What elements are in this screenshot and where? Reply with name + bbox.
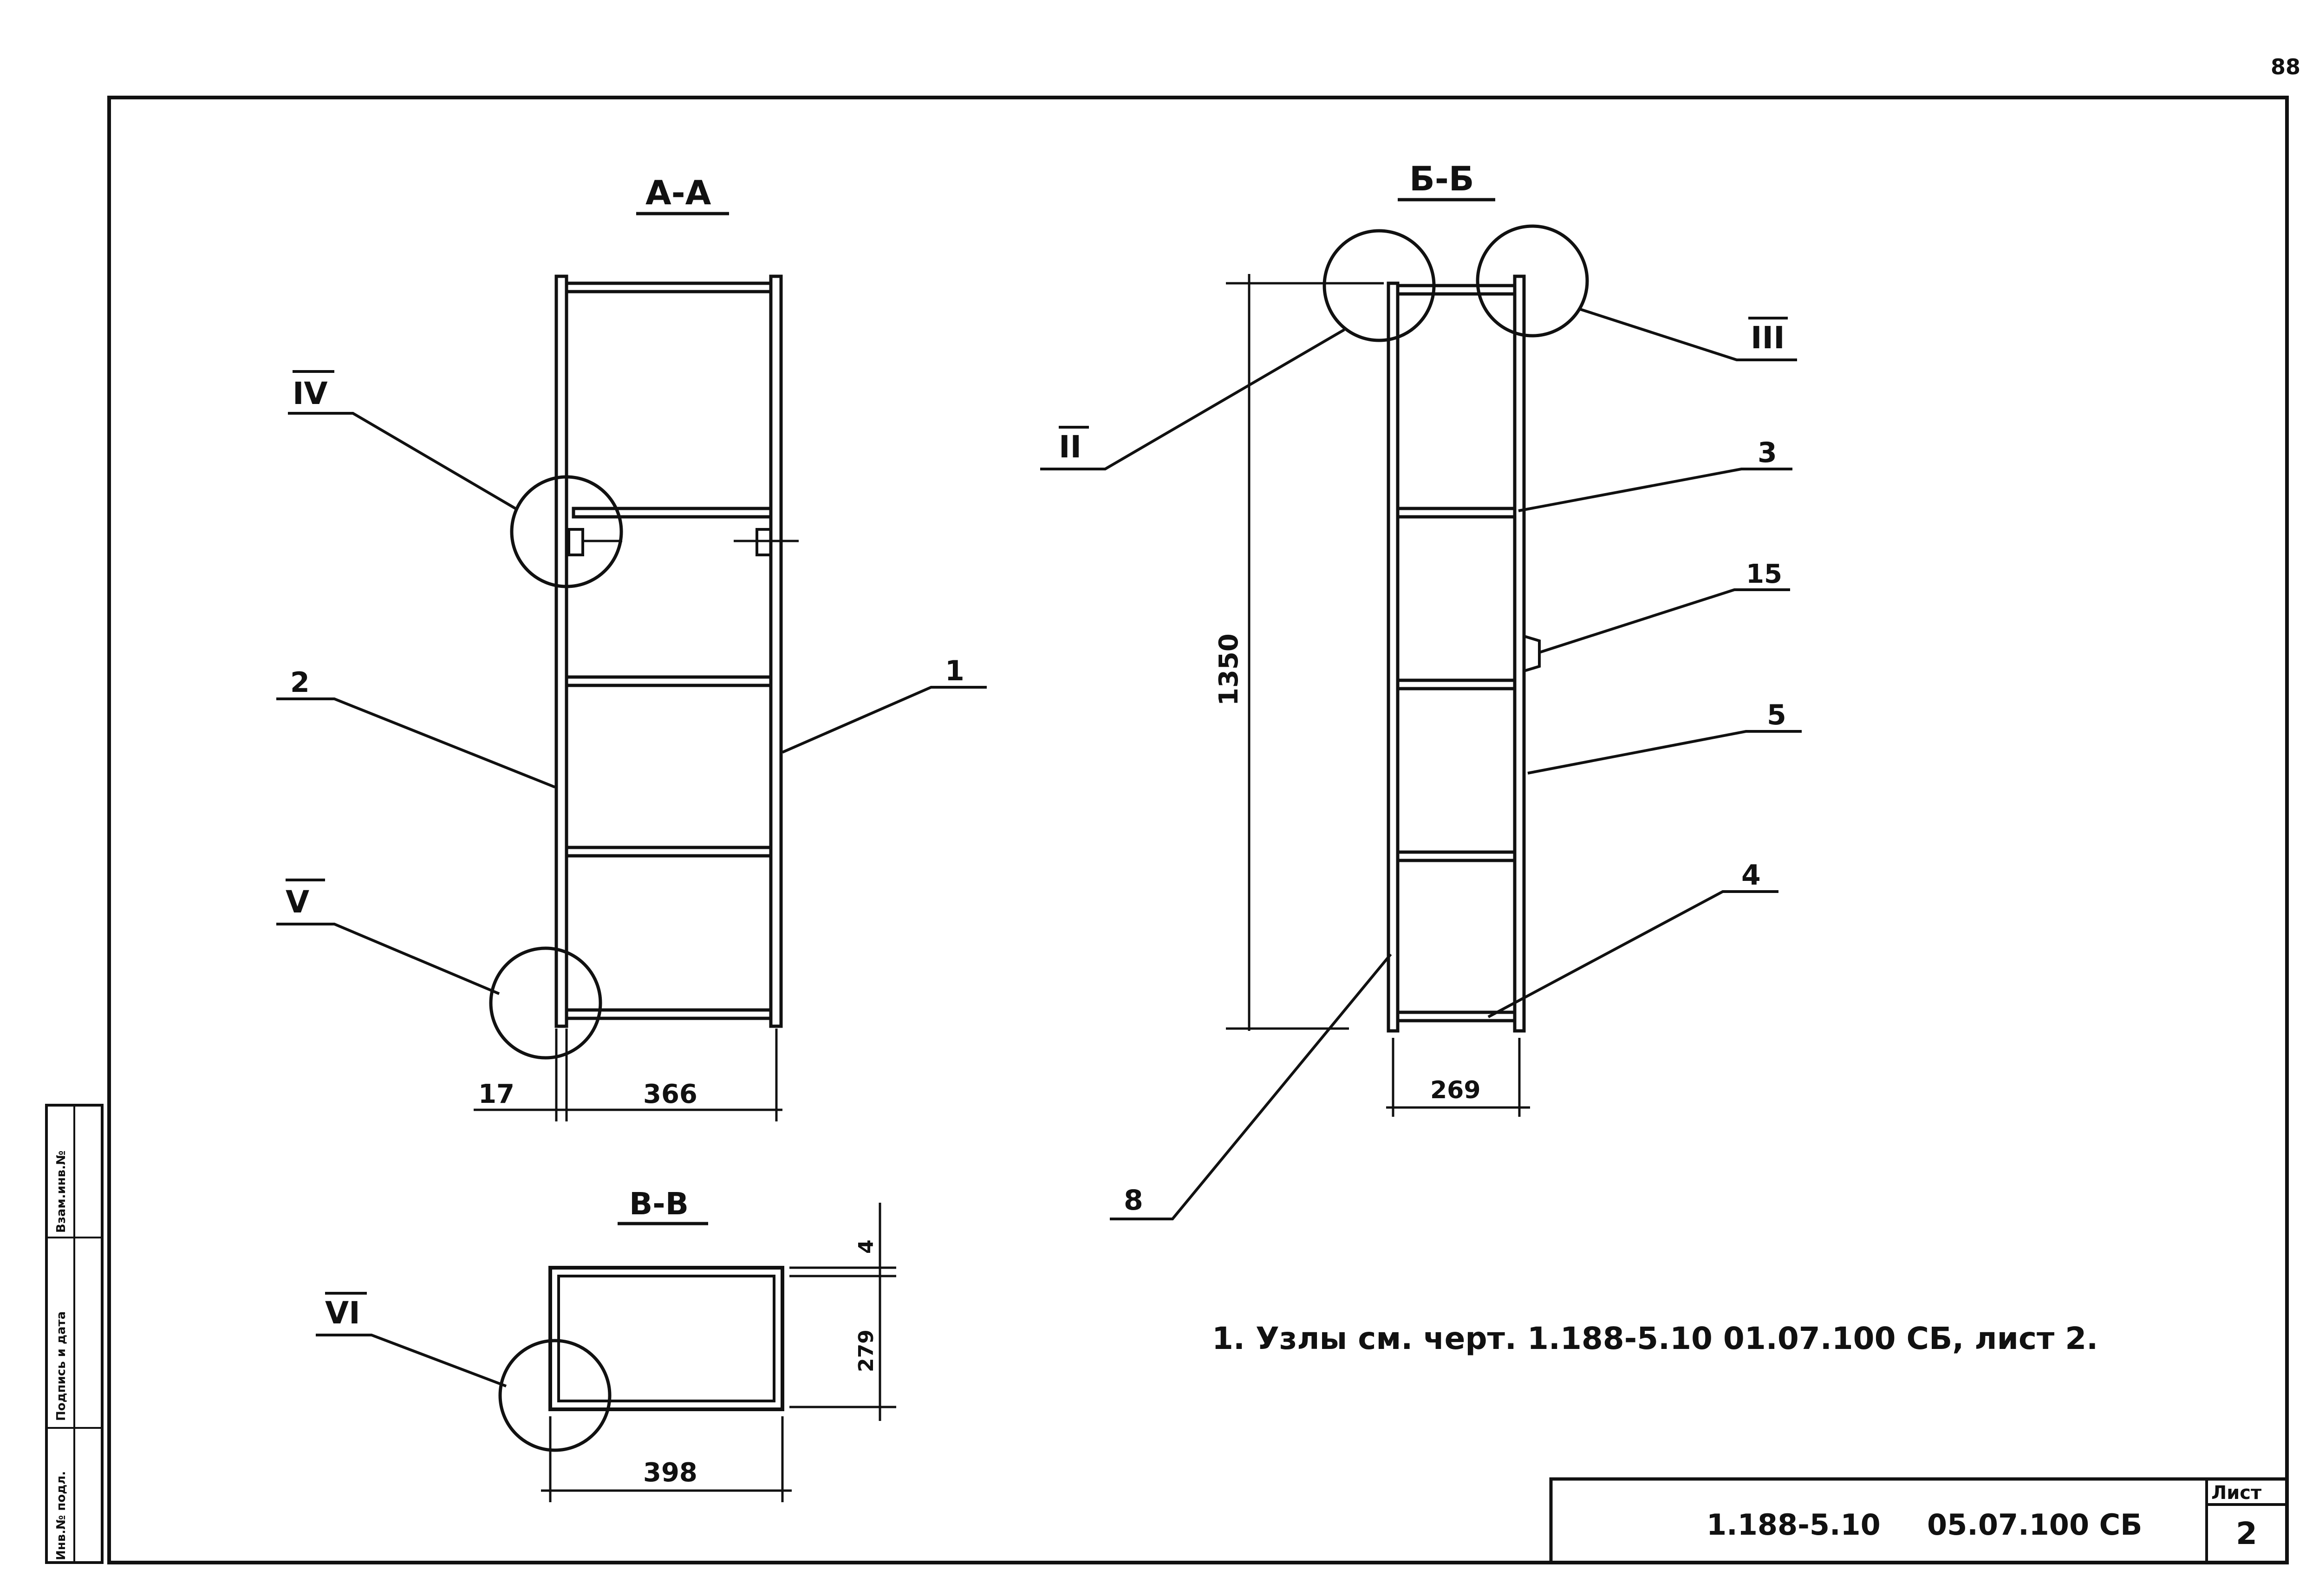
leader-ii	[1040, 328, 1345, 470]
leader-v	[276, 923, 500, 995]
leader-iii	[1578, 307, 1797, 361]
leader-1	[782, 686, 987, 754]
callout-4: 4	[1741, 859, 1761, 892]
callout-v: V	[286, 884, 309, 920]
title-block-sheet-number: 2	[2236, 1516, 2257, 1551]
aa-top-shelf	[565, 281, 773, 293]
node-iv-circle	[510, 475, 623, 588]
bb-bottom-shelf	[1396, 1010, 1517, 1023]
bb-shelf-2	[1396, 678, 1517, 691]
drawing-frame	[107, 96, 2289, 1564]
aa-shelf-1	[572, 507, 773, 519]
node-v-circle	[489, 946, 602, 1060]
aa-dim-width: 366	[643, 1079, 697, 1109]
bb-top-shelf	[1396, 284, 1517, 296]
vv-inner	[557, 1275, 775, 1402]
section-vv: В-В VI 4 279 398	[316, 1186, 896, 1502]
side-stamp-signature-date: Подпись и дата	[54, 1311, 68, 1421]
aa-shelf-2	[565, 675, 773, 687]
section-bb: Б-Б II III 3 15 5 4 8 1350	[1040, 159, 1802, 1220]
side-stamp: Инв.№ подл. Подпись и дата Взам.инв.№	[45, 1104, 104, 1564]
node-iii-circle	[1476, 224, 1589, 338]
node-vi-circle	[498, 1339, 612, 1452]
aa-left-wall	[554, 274, 568, 1028]
leader-15	[1539, 588, 1790, 654]
title-block-sheet-label: Лист	[2211, 1482, 2262, 1504]
bb-shelf-1	[1396, 507, 1517, 519]
leader-2	[276, 697, 556, 788]
section-vv-title: В-В	[629, 1186, 689, 1222]
page-number: 88	[2271, 54, 2300, 79]
aa-right-wall	[769, 274, 783, 1028]
vv-dim-top: 4	[854, 1239, 878, 1254]
callout-1: 1	[945, 655, 964, 687]
section-aa-title: А-А	[645, 173, 711, 212]
callout-vi: VI	[325, 1295, 360, 1331]
callout-2: 2	[290, 666, 310, 699]
callout-iii: III	[1751, 320, 1785, 356]
node-ii-circle	[1322, 229, 1436, 342]
leader-5	[1527, 730, 1802, 775]
aa-bracket-left	[567, 528, 584, 556]
callout-ii: II	[1059, 429, 1081, 465]
bb-left-wall	[1387, 281, 1400, 1033]
side-stamp-inv-podl: Инв.№ подл.	[54, 1471, 68, 1560]
aa-bottom-shelf	[565, 1008, 773, 1020]
aa-shelf-3	[565, 846, 773, 858]
bb-lug	[1523, 634, 1541, 673]
title-block: 1.188-5.10 05.07.100 СБ Лист 2	[1549, 1477, 2289, 1564]
leader-iv	[288, 412, 516, 510]
section-aa: А-А IV 2 1 V 17 366	[276, 173, 987, 1121]
leader-3	[1518, 468, 1792, 512]
callout-15: 15	[1746, 559, 1782, 589]
drawing-note: 1. Узлы см. черт. 1.188-5.10 01.07.100 С…	[1212, 1321, 2098, 1356]
title-block-box	[1549, 1477, 2289, 1564]
title-block-code: 05.07.100 СБ	[1927, 1508, 2142, 1542]
callout-5: 5	[1767, 699, 1786, 731]
leader-8	[1110, 953, 1392, 1220]
side-stamp-vzam-inv: Взам.инв.№	[54, 1151, 68, 1233]
leader-4	[1487, 890, 1778, 1018]
callout-8: 8	[1124, 1184, 1143, 1217]
bb-dim-width: 269	[1430, 1076, 1481, 1104]
bb-dim-height: 1350	[1214, 633, 1244, 706]
callout-3: 3	[1758, 436, 1777, 469]
vv-dim-height: 279	[854, 1329, 878, 1372]
callout-iv: IV	[293, 376, 328, 411]
leader-vi	[316, 1334, 507, 1388]
vv-outline	[548, 1266, 784, 1411]
title-block-series: 1.188-5.10	[1707, 1508, 1881, 1542]
aa-dim-left: 17	[478, 1079, 515, 1109]
bb-shelf-3	[1396, 850, 1517, 862]
section-bb-title: Б-Б	[1409, 159, 1474, 198]
vv-dim-width: 398	[643, 1458, 697, 1488]
